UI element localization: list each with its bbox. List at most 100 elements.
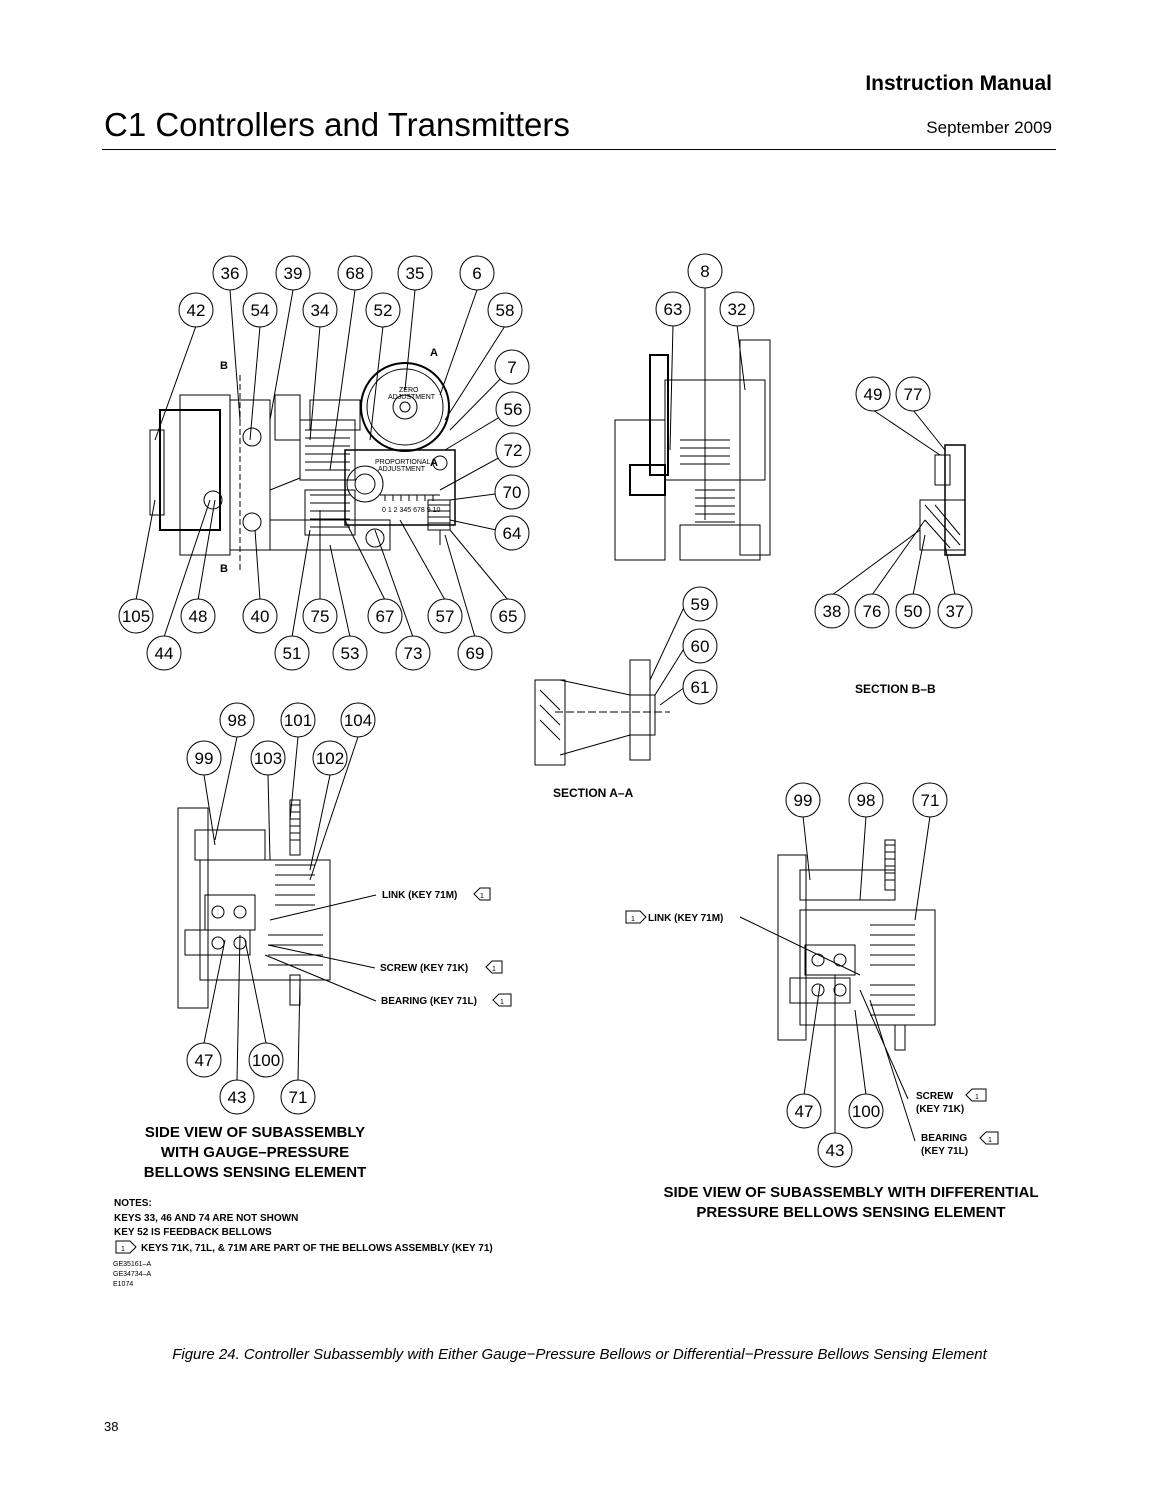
callout-51: 51 [274,635,310,671]
callout-label: 68 [346,264,365,283]
callout-43-gauge: 43 [219,1079,255,1115]
section-b-marker-bottom: B [220,563,228,575]
callout-77: 77 [895,376,931,412]
diff-link-flag-number: 1 [631,916,635,923]
callout-label: 98 [228,711,247,730]
callout-7: 7 [494,349,530,385]
callout-36: 36 [212,255,248,291]
callout-label: 47 [195,1051,214,1070]
gauge-screw-label: SCREW (KEY 71K) [380,963,468,974]
callout-label: 49 [864,385,883,404]
callout-label: 58 [496,301,515,320]
gauge-bearing-flag: 1 [492,993,512,1007]
callout-102: 102 [312,740,348,776]
callout-label: 61 [691,678,710,697]
callout-100-gauge: 100 [248,1042,284,1078]
gauge-bearing-label: BEARING (KEY 71L) [381,996,477,1007]
callout-75: 75 [302,598,338,634]
diff-link-label: LINK (KEY 71M) [648,913,723,924]
diff-bearing-flag: 1 [979,1131,999,1145]
callout-70: 70 [494,474,530,510]
gauge-bearing-flag-number: 1 [500,999,504,1006]
callout-label: 63 [664,300,683,319]
callout-label: 70 [503,483,522,502]
callout-64: 64 [494,515,530,551]
callout-label: 59 [691,595,710,614]
diff-screw-key-label: (KEY 71K) [916,1104,964,1115]
callout-103: 103 [250,740,286,776]
callout-57: 57 [427,598,463,634]
callout-label: 104 [344,711,372,730]
callout-label: 99 [195,749,214,768]
callout-label: 38 [823,602,842,621]
section-b-b-view: SECTION B–B [831,409,966,696]
callout-56: 56 [495,391,531,427]
diff-caption-line-2: PRESSURE BELLOWS SENSING ELEMENT [696,1204,1005,1221]
drawing-code-1: GE35161–A [113,1261,151,1268]
callout-105: 105 [118,598,154,634]
gauge-screw-flag: 1 [485,960,503,974]
callout-label: 8 [700,262,709,281]
callout-label: 69 [466,644,485,663]
header-rule [102,149,1056,150]
callout-63: 63 [655,291,691,327]
section-b-b-title: SECTION B–B [855,682,936,696]
callout-label: 34 [311,301,330,320]
callout-label: 47 [795,1102,814,1121]
callout-98-diff: 98 [848,782,884,818]
callout-label: 7 [507,358,516,377]
differential-side-view: 1 LINK (KEY 71M) SCREW (KEY 71K) 1 BEARI… [625,815,1039,1221]
callout-label: 60 [691,637,710,656]
callout-99-diff: 99 [785,782,821,818]
gauge-screw-flag-number: 1 [492,966,496,973]
callout-48: 48 [180,598,216,634]
callout-100-diff: 100 [848,1093,884,1129]
note-flag-number: 1 [121,1246,125,1253]
diff-bearing-key-label: (KEY 71L) [921,1146,968,1157]
callout-68: 68 [337,255,373,291]
callout-67: 67 [367,598,403,634]
diff-screw-flag-number: 1 [975,1094,979,1101]
callout-44: 44 [146,635,182,671]
callout-34: 34 [302,292,338,328]
callout-label: 72 [504,441,523,460]
note-line-3: KEYS 71K, 71L, & 71M ARE PART OF THE BEL… [141,1243,493,1254]
proportional-adjustment-label-2: ADJUSTMENT [378,466,426,473]
callout-label: 35 [406,264,425,283]
callout-label: 100 [852,1102,880,1121]
callout-42: 42 [178,292,214,328]
header-date: September 2009 [926,118,1052,137]
callout-49: 49 [855,376,891,412]
callout-71-gauge: 71 [280,1079,316,1115]
drawing-code-2: GE34734–A [113,1271,151,1278]
gauge-link-label: LINK (KEY 71M) [382,890,457,901]
callout-label: 67 [376,607,395,626]
note-line-1: KEYS 33, 46 AND 74 ARE NOT SHOWN [114,1213,298,1224]
callout-label: 99 [794,791,813,810]
callout-43-diff: 43 [817,1132,853,1168]
section-a-marker-mid: A [430,457,438,469]
callout-6: 6 [459,255,495,291]
callout-58: 58 [487,292,523,328]
callout-label: 102 [316,749,344,768]
callout-label: 50 [904,602,923,621]
callout-label: 36 [221,264,240,283]
callout-54: 54 [242,292,278,328]
callout-label: 103 [254,749,282,768]
callout-label: 73 [404,644,423,663]
header-manual-label: Instruction Manual [865,72,1052,95]
callout-47-diff: 47 [786,1093,822,1129]
notes-heading: NOTES: [114,1198,152,1209]
callout-40: 40 [242,598,278,634]
side-view-top [614,285,771,561]
note-flag: 1 [115,1240,137,1254]
proportional-adjustment-label: PROPORTIONAL [375,459,431,466]
gauge-side-view: LINK (KEY 71M) SCREW (KEY 71K) BEARING (… [144,736,512,1181]
callout-label: 65 [499,607,518,626]
callout-label: 6 [472,264,481,283]
callout-label: 75 [311,607,330,626]
gauge-link-flag-number: 1 [480,893,484,900]
callout-37: 37 [937,593,973,629]
callout-76: 76 [854,593,890,629]
